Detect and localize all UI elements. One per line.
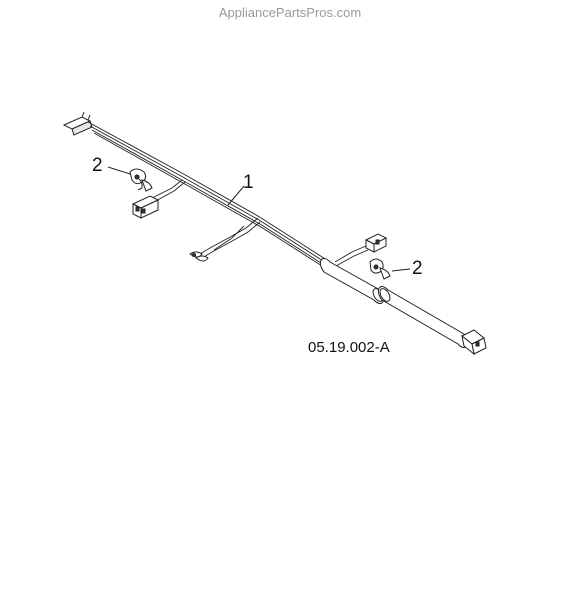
callout-part2-right: 2 [412, 258, 423, 279]
top-left-connector [62, 111, 93, 136]
main-harness [87, 121, 334, 274]
branch-left-connector [151, 179, 186, 203]
reference-number: 05.19.002-A [308, 339, 390, 356]
leader-part1 [227, 185, 245, 206]
right-connector [364, 233, 388, 253]
branch-right-connector [334, 245, 369, 267]
callout-part2-left: 2 [92, 155, 103, 176]
branch-ring-terminals [199, 217, 261, 259]
right-clip [369, 258, 411, 280]
sleeve-tube-2 [377, 286, 469, 348]
left-connector [131, 195, 160, 219]
watermark: AppliancePartsPros.com [218, 5, 362, 20]
ring-terminals [189, 251, 209, 262]
left-clip [107, 166, 153, 192]
callout-part1: 1 [243, 172, 254, 193]
end-connector [461, 329, 487, 356]
